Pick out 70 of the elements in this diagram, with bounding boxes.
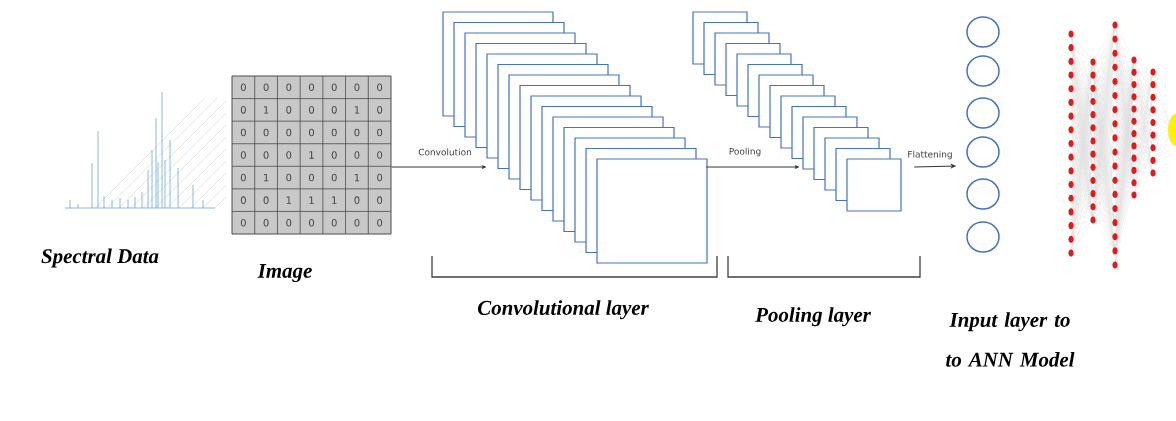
matrix-value: 1 [332, 196, 337, 204]
matrix-value: 0 [240, 173, 246, 182]
matrix-value: 1 [264, 173, 269, 182]
layer-caption: Pooling layer [755, 307, 871, 327]
matrix-value: 0 [286, 218, 292, 227]
spectrum-drawing [64, 91, 227, 209]
node-label: Spectral Data [41, 248, 159, 268]
matrix-value: 0 [263, 83, 269, 92]
matrix-value: 1 [354, 106, 360, 114]
matrix-value: 0 [309, 218, 314, 227]
matrix-value: 1 [309, 151, 314, 159]
matrix-value: 0 [354, 196, 360, 204]
edge-label: Pooling [727, 146, 763, 158]
matrix-value: 0 [286, 83, 292, 92]
matrix-value: 0 [286, 173, 292, 182]
arrow [705, 165, 799, 169]
input-neuron [966, 136, 1000, 168]
matrix-value: 0 [354, 218, 360, 227]
matrix-value: 0 [263, 218, 269, 227]
matrix-value: 0 [377, 106, 383, 114]
matrix-value: 1 [309, 196, 314, 204]
matrix-value: 0 [309, 83, 314, 92]
input-neuron [966, 97, 1000, 129]
node-label: Image [257, 263, 312, 283]
layer-caption: Convolutional layer [478, 300, 649, 320]
matrix-value: 0 [331, 128, 337, 137]
matrix-value: 0 [240, 218, 246, 227]
matrix-value: 0 [331, 83, 337, 92]
matrix-value: 0 [263, 196, 269, 204]
arrow [913, 164, 956, 168]
matrix-value: 0 [354, 128, 360, 137]
matrix-value: 1 [354, 173, 360, 182]
matrix-value: 0 [331, 106, 337, 114]
edge-label: Flattening [906, 149, 954, 161]
matrix-value: 0 [331, 151, 337, 159]
matrix-value: 0 [309, 173, 314, 182]
matrix-value: 0 [331, 173, 337, 182]
matrix-value: 0 [377, 218, 383, 227]
matrix-value: 0 [240, 128, 246, 137]
matrix-value: 0 [354, 151, 360, 159]
matrix-value: 0 [263, 128, 269, 137]
matrix-value: 0 [240, 106, 246, 114]
matrix-value: 0 [377, 83, 383, 92]
matrix-value: 0 [286, 151, 292, 159]
matrix-value: 0 [331, 218, 337, 227]
matrix-value: 0 [286, 128, 292, 137]
matrix-value: 1 [264, 106, 269, 114]
feature-map-stack [692, 11, 902, 212]
matrix-value: 0 [286, 106, 292, 114]
arrow [391, 165, 486, 169]
input-neuron [966, 55, 1000, 87]
matrix-value: 0 [377, 173, 383, 182]
matrix-grid [231, 75, 392, 235]
input-neuron [966, 16, 1000, 48]
input-neuron [966, 178, 1000, 210]
layer-caption: Input layer to to ANN Model [946, 312, 1075, 367]
matrix-value: 0 [309, 106, 314, 114]
neural-network-drawing [1068, 21, 1176, 269]
matrix-value: 0 [240, 83, 246, 92]
input-neuron [966, 221, 1000, 253]
matrix-value: 1 [286, 196, 292, 204]
matrix-value: 0 [377, 196, 383, 204]
matrix-value: 0 [240, 196, 246, 204]
matrix-value: 0 [377, 151, 383, 159]
matrix-value: 0 [263, 151, 269, 159]
edge-label: Convolution [417, 147, 473, 157]
matrix-value: 0 [309, 128, 314, 137]
matrix-value: 0 [354, 83, 360, 92]
matrix-value: 0 [240, 151, 246, 159]
matrix-value: 0 [377, 128, 383, 137]
